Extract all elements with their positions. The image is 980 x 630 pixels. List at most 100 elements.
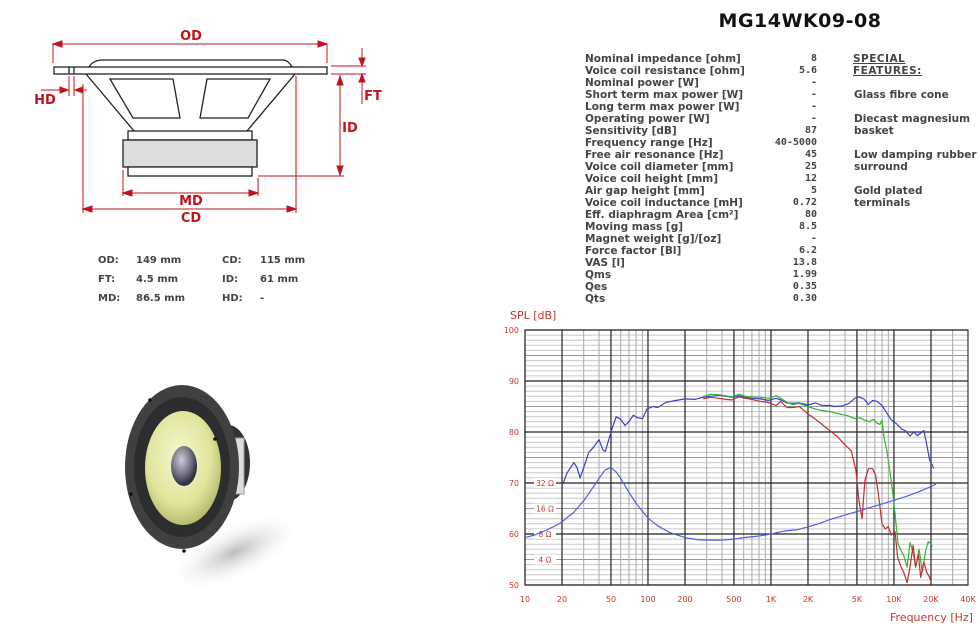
spec-row: Magnet weight [g]/[oz]- bbox=[585, 233, 817, 245]
spec-row: Qes 0.35 bbox=[585, 281, 817, 293]
dim-value: 86.5 mm bbox=[136, 293, 185, 304]
dim-key: MD: bbox=[98, 293, 121, 304]
spec-row: Voice coil resistance [ohm]5.6 bbox=[585, 65, 817, 77]
impedance-label-bg bbox=[534, 554, 556, 565]
label-id: ID bbox=[342, 121, 358, 136]
spec-value: - bbox=[810, 101, 817, 112]
dust-cap bbox=[171, 446, 197, 486]
spec-label: Qes bbox=[585, 281, 608, 293]
spec-value: 5 bbox=[810, 185, 817, 196]
spec-label: Qms bbox=[585, 269, 612, 281]
x-tick-label: 200 bbox=[677, 595, 692, 604]
y-tick-label: 50 bbox=[509, 581, 519, 590]
spec-value: 25 bbox=[804, 161, 817, 172]
impedance-label-bg bbox=[534, 503, 556, 514]
label-od: OD bbox=[180, 29, 202, 44]
feature-item: Glass fibre cone bbox=[854, 89, 949, 101]
model-title: MG14WK09-08 bbox=[718, 10, 882, 32]
series-line-spl-30- bbox=[702, 393, 933, 573]
label-md: MD bbox=[179, 194, 203, 209]
impedance-tick-label: 4 Ω bbox=[539, 556, 552, 565]
spec-label: VAS [l] bbox=[585, 257, 625, 269]
dimension-drawing: OD FT HD ID MD CD bbox=[34, 29, 382, 226]
spec-label: Operating power [W] bbox=[585, 113, 710, 125]
feature-item: Gold plated terminals bbox=[854, 185, 923, 209]
spec-row: Nominal power [W]- bbox=[585, 77, 817, 89]
dimension-row: MD: 86.5 mm HD: - bbox=[98, 289, 320, 308]
spec-row: Moving mass [g]8.5 bbox=[585, 221, 817, 233]
y-tick-label: 60 bbox=[509, 530, 519, 539]
spec-label: Moving mass [g] bbox=[585, 221, 684, 233]
x-tick-label: 10 bbox=[520, 595, 530, 604]
spec-value: 45 bbox=[804, 149, 817, 160]
spec-value: 0.35 bbox=[792, 281, 817, 292]
impedance-tick-label: 32 Ω bbox=[536, 479, 554, 488]
spec-label: Sensitivity [dB] bbox=[585, 125, 677, 137]
series-line-spl-on-axis bbox=[562, 394, 935, 484]
dim-key: HD: bbox=[222, 293, 243, 304]
product-photo bbox=[125, 385, 304, 593]
spec-row: Force factor [Bl] 6.2 bbox=[585, 245, 817, 257]
spec-label: Frequency range [Hz] bbox=[585, 137, 713, 149]
x-axis-label: Frequency [Hz] bbox=[890, 611, 973, 624]
impedance-tick-label: 8 Ω bbox=[539, 530, 552, 539]
cone-rim bbox=[88, 59, 293, 68]
feature-item: Diecast magnesium basket bbox=[854, 113, 971, 137]
spec-value: 1.99 bbox=[792, 269, 817, 280]
spec-label: Voice coil diameter [mm] bbox=[585, 161, 734, 173]
spec-value: 13.8 bbox=[792, 257, 817, 268]
spec-label: Free air resonance [Hz] bbox=[585, 149, 724, 161]
dim-value: 4.5 mm bbox=[136, 274, 179, 285]
y-axis-label: SPL [dB] bbox=[510, 309, 557, 322]
spec-label: Nominal impedance [ohm] bbox=[585, 53, 741, 65]
spec-label: Force factor [Bl] bbox=[585, 245, 682, 257]
magnet bbox=[122, 139, 258, 168]
spec-value: 0.72 bbox=[792, 197, 817, 208]
spec-label: Voice coil inductance [mH] bbox=[585, 197, 743, 209]
dim-value: 61 mm bbox=[260, 274, 299, 285]
spec-label: Voice coil resistance [ohm] bbox=[585, 65, 745, 77]
spec-row: Qms 1.99 bbox=[585, 269, 817, 281]
dim-key: ID: bbox=[222, 274, 239, 285]
basket-window-left bbox=[108, 78, 181, 119]
x-tick-label: 40K bbox=[960, 595, 976, 604]
label-hd: HD bbox=[34, 93, 56, 108]
mounting-flange bbox=[53, 66, 328, 75]
spec-value: 6.2 bbox=[798, 245, 817, 256]
spec-label: Nominal power [W] bbox=[585, 77, 699, 89]
spec-label: Long term max power [W] bbox=[585, 101, 740, 113]
spec-row: Air gap height [mm]5 bbox=[585, 185, 817, 197]
spec-row: Voice coil diameter [mm] 25 bbox=[585, 161, 817, 173]
plot-frame bbox=[524, 329, 969, 586]
spec-row: Free air resonance [Hz] 45 bbox=[585, 149, 817, 161]
basket-window-right bbox=[199, 78, 272, 119]
x-tick-label: 1K bbox=[766, 595, 777, 604]
y-tick-label: 90 bbox=[509, 377, 519, 386]
dim-value: - bbox=[260, 293, 265, 304]
spec-row: Operating power [W]- bbox=[585, 113, 817, 125]
label-ft: FT bbox=[364, 89, 382, 104]
spec-row: Short term max power [W]- bbox=[585, 89, 817, 101]
x-tick-label: 10K bbox=[886, 595, 902, 604]
y-tick-label: 70 bbox=[509, 479, 519, 488]
spec-row: Sensitivity [dB] 87 bbox=[585, 125, 817, 137]
y-tick-label: 100 bbox=[504, 326, 519, 335]
label-cd: CD bbox=[181, 211, 202, 226]
dim-value: 115 mm bbox=[260, 255, 306, 266]
spec-value: 12 bbox=[804, 173, 817, 184]
series-line-impedance bbox=[524, 467, 937, 541]
x-tick-label: 20 bbox=[557, 595, 567, 604]
spec-value: 80 bbox=[804, 209, 817, 220]
spec-row: Eff. diaphragm Area [cm²]80 bbox=[585, 209, 817, 221]
spec-label: Qts bbox=[585, 293, 606, 305]
spec-row: Voice coil height [mm]12 bbox=[585, 173, 817, 185]
spec-row: Voice coil inductance [mH] 0.72 bbox=[585, 197, 817, 209]
spec-value: 87 bbox=[804, 125, 817, 136]
spec-row: VAS [l] 13.8 bbox=[585, 257, 817, 269]
x-tick-label: 100 bbox=[640, 595, 655, 604]
spec-value: 40-5000 bbox=[774, 137, 817, 148]
dim-value: 149 mm bbox=[136, 255, 182, 266]
